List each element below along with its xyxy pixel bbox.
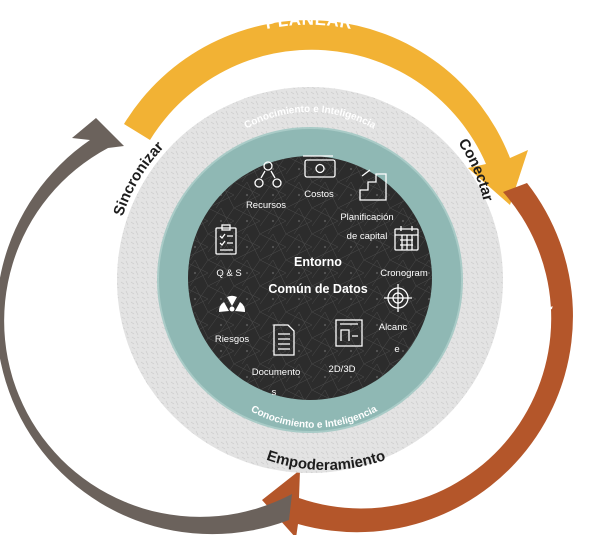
cronograma-label: Cronogram	[380, 268, 428, 279]
planear-label: PLANEAR	[264, 10, 354, 33]
documentos-label-1: Documento	[252, 367, 301, 378]
2d3d-label: 2D/3D	[329, 364, 356, 375]
qs-label: Q & S	[216, 268, 241, 279]
document-icon	[273, 324, 295, 356]
riesgos-label: Riesgos	[215, 334, 250, 345]
construir-arc	[262, 183, 573, 535]
costos-label: Costos	[304, 189, 334, 200]
target-icon	[384, 284, 412, 312]
checklist-icon	[215, 224, 237, 255]
planificacion-label-1: Planificación	[340, 212, 393, 223]
alcance-label-2: e	[394, 344, 399, 355]
documentos-label-2: s	[272, 387, 277, 398]
core-circle	[188, 156, 432, 400]
money-icon	[303, 155, 336, 178]
operar-label: OPERAR	[74, 325, 126, 399]
people-network-icon	[254, 161, 282, 188]
radiation-icon	[218, 295, 246, 312]
planear-arc	[124, 20, 528, 205]
alcance-label-1: Alcanc	[379, 322, 408, 333]
core-title-line1: Entorno	[294, 255, 342, 269]
stairs-chart-icon	[359, 169, 387, 201]
calendar-icon	[394, 226, 419, 251]
planificacion-label-2: de capital	[347, 231, 388, 242]
blueprint-icon	[335, 319, 363, 347]
core-title-line2: Común de Datos	[268, 282, 367, 296]
recursos-label: Recursos	[246, 200, 286, 211]
cycle-arcs	[0, 20, 573, 535]
